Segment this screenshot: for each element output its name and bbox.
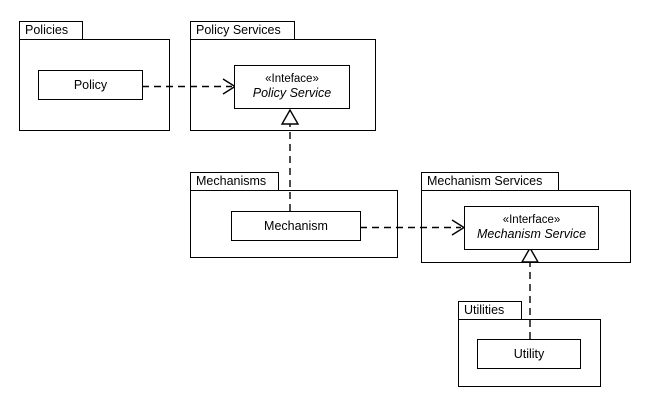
connector-utility-realizes-mechanism-service: [520, 246, 540, 339]
package-tab-mechanism-services[interactable]: Mechanism Services: [421, 172, 559, 191]
package-tab-utilities[interactable]: Utilities: [458, 301, 522, 320]
class-box-utility[interactable]: Utility: [477, 339, 581, 369]
interface-box-mechanism-service[interactable]: «Interface» Mechanism Service: [464, 206, 599, 250]
connector-mechanism-uses-mechanism-service: [360, 219, 466, 236]
interface-name-mechanism-service: Mechanism Service: [476, 227, 587, 242]
class-box-mechanism[interactable]: Mechanism: [231, 211, 361, 241]
class-name-utility: Utility: [513, 346, 545, 361]
connector-mechanism-realizes-policy-service: [280, 108, 300, 211]
interface-stereotype-mechanism-service: «Interface»: [502, 213, 561, 226]
interface-stereotype-policy-service: «Inteface»: [265, 72, 319, 85]
interface-name-policy-service: Policy Service: [252, 86, 332, 101]
package-label-mechanisms: Mechanisms: [196, 174, 267, 189]
package-label-utilities: Utilities: [464, 303, 505, 318]
interface-box-policy-service[interactable]: «Inteface» Policy Service: [234, 65, 350, 109]
class-name-policy: Policy: [73, 77, 108, 92]
package-label-policies: Policies: [25, 23, 69, 38]
class-name-mechanism: Mechanism: [264, 218, 328, 233]
package-tab-policies[interactable]: Policies: [19, 21, 83, 40]
package-tab-policy-services[interactable]: Policy Services: [190, 21, 295, 40]
connector-policy-uses-policy-service: [142, 78, 237, 95]
package-label-mechanism-services: Mechanism Services: [427, 174, 543, 189]
package-tab-mechanisms[interactable]: Mechanisms: [190, 172, 279, 191]
package-label-policy-services: Policy Services: [196, 23, 281, 38]
class-box-policy[interactable]: Policy: [38, 70, 143, 100]
